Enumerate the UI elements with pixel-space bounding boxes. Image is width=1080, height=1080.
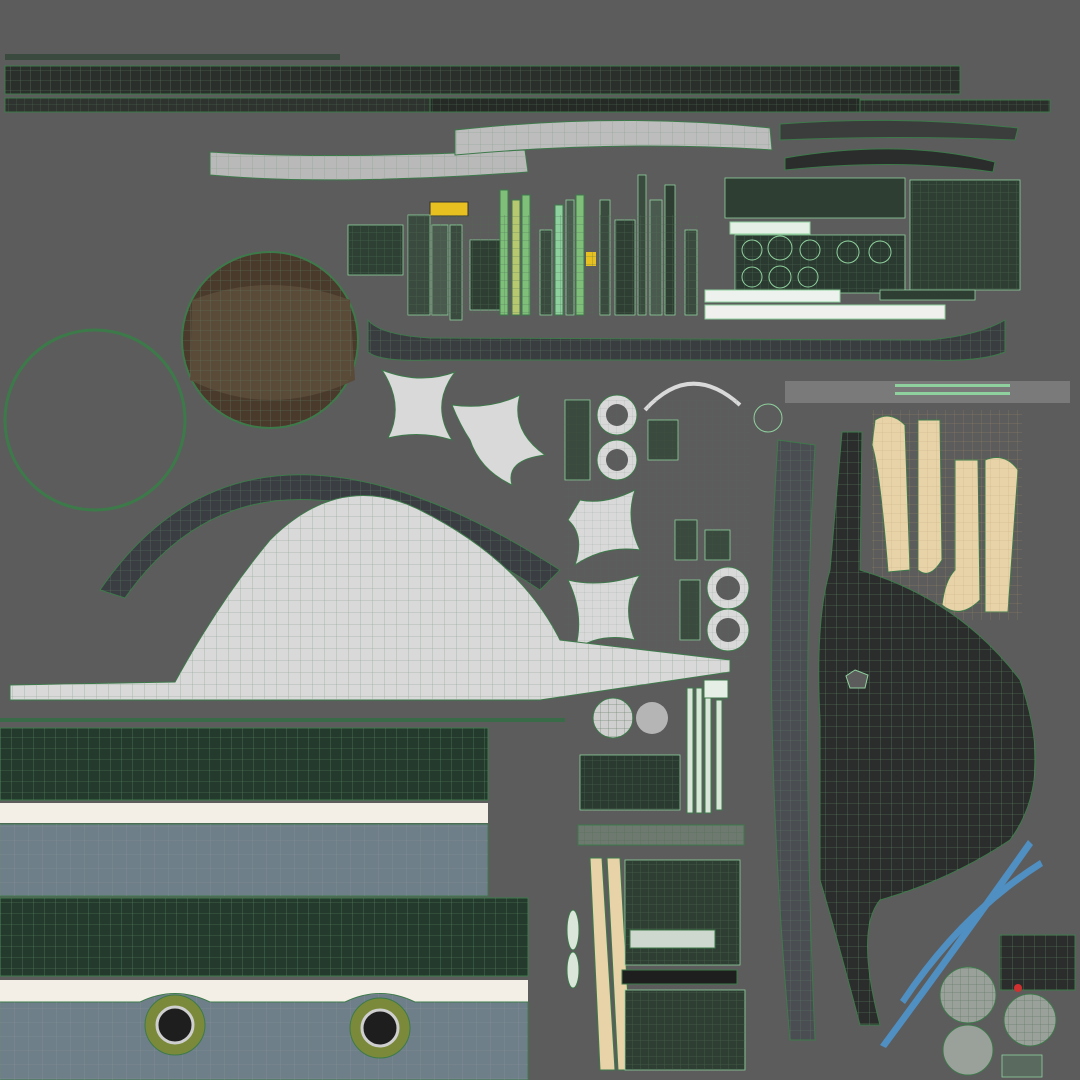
wheel-grid xyxy=(940,967,996,1023)
dark-island-grid xyxy=(1000,935,1075,990)
bottom-center-cluster xyxy=(566,679,746,1071)
white-island xyxy=(629,929,716,949)
uv-island xyxy=(879,289,976,301)
small-parts-top xyxy=(347,174,1021,321)
dark-island-grid xyxy=(818,432,1036,1025)
uv-band-grid xyxy=(368,320,1005,361)
panel-cream xyxy=(0,980,528,1002)
panel-blue-grid xyxy=(0,993,528,1080)
ring-island xyxy=(753,403,783,433)
yellow-island xyxy=(429,201,469,217)
uv-band-grid xyxy=(455,120,772,155)
pill-island xyxy=(566,909,580,951)
circle-islands xyxy=(3,251,359,512)
ring-island xyxy=(768,265,792,289)
pentagon-hole xyxy=(845,669,869,689)
uv-island-grid xyxy=(910,180,1020,290)
bottom-right-cluster xyxy=(939,934,1076,1078)
ring-island xyxy=(799,239,821,261)
ring-island-large xyxy=(3,328,187,512)
uv-island xyxy=(1001,1054,1043,1078)
white-island xyxy=(703,679,729,699)
uv-cluster-grid xyxy=(408,215,698,315)
panel-blue-grid xyxy=(0,824,488,896)
ring-island xyxy=(836,240,860,264)
ring-island xyxy=(797,266,819,288)
hole xyxy=(155,1005,195,1045)
thin-island xyxy=(686,687,694,814)
center-rings xyxy=(564,381,783,660)
uv-island-grid xyxy=(735,235,905,293)
white-dome xyxy=(9,494,731,701)
bottom-panels xyxy=(0,718,565,1080)
blue-stripes xyxy=(880,840,1043,1048)
panel-dark-grid xyxy=(0,898,528,976)
blue-stripe xyxy=(900,860,1043,1004)
wheel-island xyxy=(942,1024,994,1076)
ring-island xyxy=(868,240,892,264)
uv-band xyxy=(779,119,1019,141)
white-island xyxy=(729,221,811,235)
uv-island-grid xyxy=(625,860,740,965)
red-mark xyxy=(1014,984,1022,992)
ring-island xyxy=(741,266,763,288)
vertical-strips xyxy=(770,439,816,1041)
panel-dark-grid xyxy=(0,728,488,800)
thin-island xyxy=(704,694,712,814)
center-cluster-grid xyxy=(565,400,750,660)
star-island xyxy=(451,394,547,486)
white-island xyxy=(704,289,841,303)
wheel-grid xyxy=(1004,994,1056,1046)
pill-island xyxy=(566,951,580,989)
uv-strip-grid xyxy=(5,66,960,94)
thin-island xyxy=(715,699,723,811)
uv-band xyxy=(784,148,996,173)
uv-island xyxy=(724,177,906,219)
star-island xyxy=(380,368,457,441)
white-island xyxy=(704,304,946,320)
hole xyxy=(360,1008,400,1048)
blue-stripe xyxy=(880,840,1033,1048)
panel-edge xyxy=(0,718,565,722)
wheel-grid xyxy=(593,698,633,738)
gray-strip-line xyxy=(895,392,1010,395)
dome-island-grid xyxy=(10,495,730,700)
big-arc xyxy=(99,474,561,599)
ring-island xyxy=(767,235,793,261)
panel-cream xyxy=(0,803,488,823)
gray-strip-line xyxy=(895,384,1010,387)
arc-island-grid xyxy=(100,474,560,598)
vertical-strip-grid xyxy=(771,440,815,1040)
uv-island-grid xyxy=(625,990,745,1070)
uv-island-grid xyxy=(348,225,403,275)
uv-strip-grid xyxy=(578,825,744,845)
dark-strip xyxy=(621,969,738,985)
uv-island-grid xyxy=(580,755,680,810)
ring-island xyxy=(741,239,763,261)
tan-strip xyxy=(589,857,616,1071)
middle-band xyxy=(367,318,1070,403)
uv-band-grid xyxy=(210,150,528,180)
curved-bands xyxy=(209,119,1019,181)
brown-disc-grid xyxy=(182,252,358,428)
dark-shape xyxy=(818,431,1036,1026)
thin-island xyxy=(695,687,703,814)
uv-strip-grid xyxy=(5,98,1050,112)
disc-island xyxy=(636,702,668,734)
top-strips xyxy=(4,54,1051,113)
uv-strip xyxy=(5,54,340,60)
